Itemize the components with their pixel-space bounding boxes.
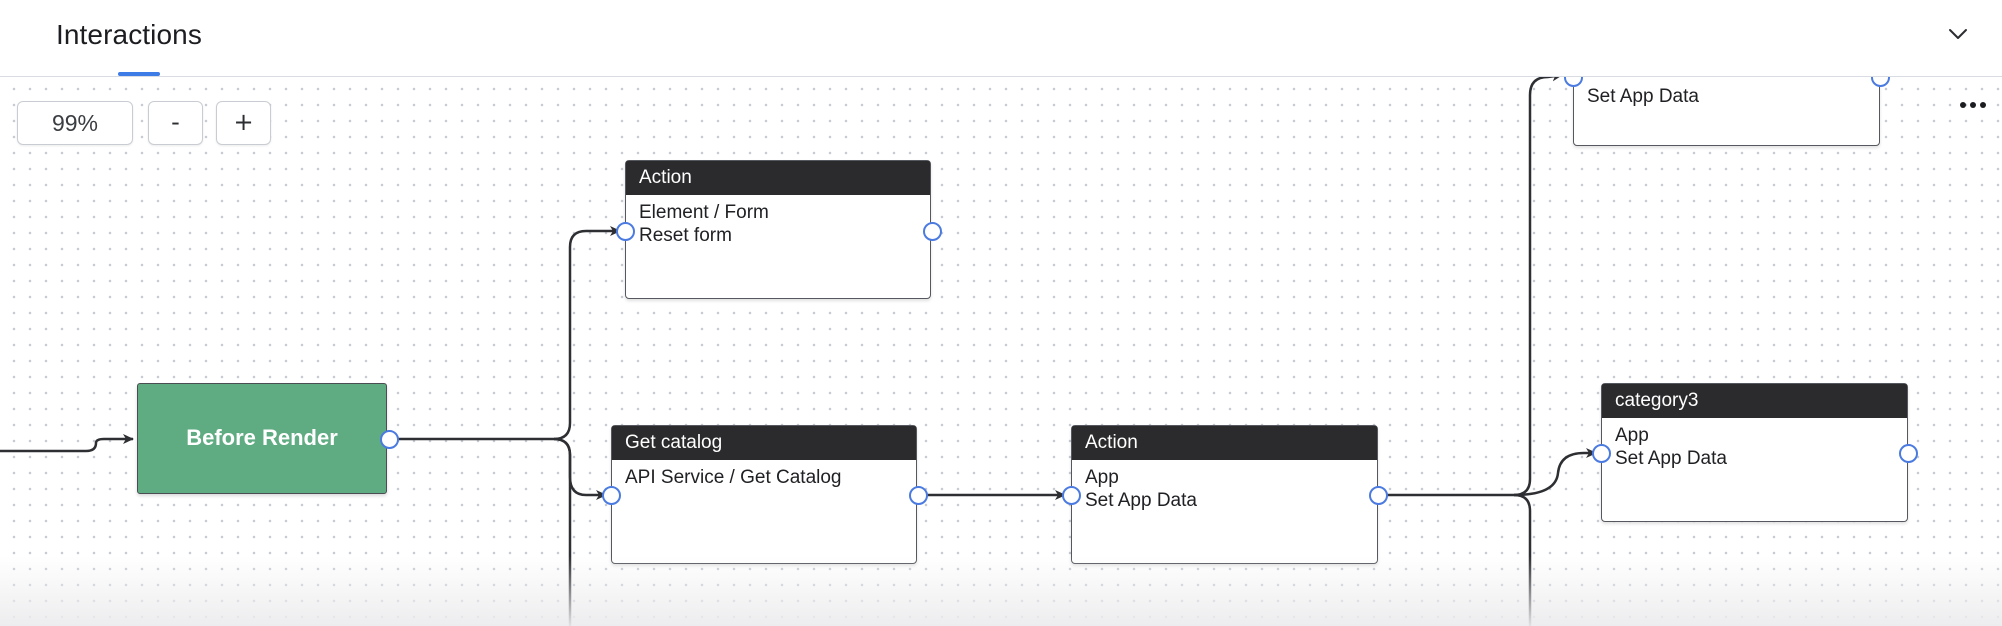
action-set-app-data-node[interactable]: Action App Set App Data (1071, 425, 1378, 564)
node-body: Element / Form Reset form (626, 195, 930, 247)
action-app-output-port[interactable] (1369, 486, 1388, 505)
flow-canvas[interactable]: 99% - + Before Render Action Element / F… (0, 77, 2002, 626)
wire-action-app-to-top (1377, 77, 1563, 497)
node-line: App (1615, 425, 1649, 446)
node-line: Element / Form (639, 202, 769, 223)
wire-before-render-down (553, 437, 572, 626)
action-reset-form-node[interactable]: Action Element / Form Reset form (625, 160, 931, 299)
category3-input-port[interactable] (1592, 444, 1611, 463)
node-body: App Set App Data (1602, 418, 1907, 470)
node-line: Set App Data (1587, 86, 1699, 107)
node-header: Action (1072, 426, 1377, 460)
node-body: App Set App Data (1072, 460, 1377, 512)
node-header: category3 (1602, 384, 1907, 418)
action-reset-input-port[interactable] (616, 222, 635, 241)
node-line: Set App Data (1615, 448, 1727, 469)
wire-into-before-render (0, 434, 134, 453)
more-horizontal-icon[interactable] (1958, 99, 1988, 111)
wire-action-app-to-category3 (1513, 448, 1597, 497)
category3-output-port[interactable] (1899, 444, 1918, 463)
set-app-data-node-partial[interactable]: Set App Data (1573, 77, 1880, 146)
node-line: App (1085, 467, 1119, 488)
node-header: Get catalog (612, 426, 916, 460)
get-catalog-input-port[interactable] (602, 486, 621, 505)
zoom-out-button[interactable]: - (148, 101, 203, 145)
chevron-down-icon[interactable] (1946, 22, 1970, 46)
before-render-output-port[interactable] (380, 430, 399, 449)
zoom-level-display[interactable]: 99% (17, 101, 133, 145)
node-header: Action (626, 161, 930, 195)
before-render-node[interactable]: Before Render (137, 383, 387, 494)
interactions-header: Interactions (0, 0, 2002, 77)
node-line: Set App Data (1085, 490, 1197, 511)
category3-node[interactable]: category3 App Set App Data (1601, 383, 1908, 522)
connections-layer (0, 77, 1597, 626)
title-underline (118, 72, 160, 76)
node-line: API Service / Get Catalog (625, 467, 842, 488)
get-catalog-node[interactable]: Get catalog API Service / Get Catalog (611, 425, 917, 564)
get-catalog-output-port[interactable] (909, 486, 928, 505)
panel-title: Interactions (56, 19, 202, 50)
action-reset-output-port[interactable] (923, 222, 942, 241)
wire-before-render-to-get-catalog (553, 437, 607, 500)
zoom-in-button[interactable]: + (216, 101, 271, 145)
before-render-label: Before Render (186, 425, 338, 450)
wire-action-app-down (1513, 493, 1532, 626)
node-body: Set App Data (1574, 77, 1879, 108)
action-app-input-port[interactable] (1062, 486, 1081, 505)
node-body: API Service / Get Catalog (612, 460, 916, 489)
node-line: Reset form (639, 225, 732, 246)
wire-before-render-to-action-reset (387, 226, 621, 441)
